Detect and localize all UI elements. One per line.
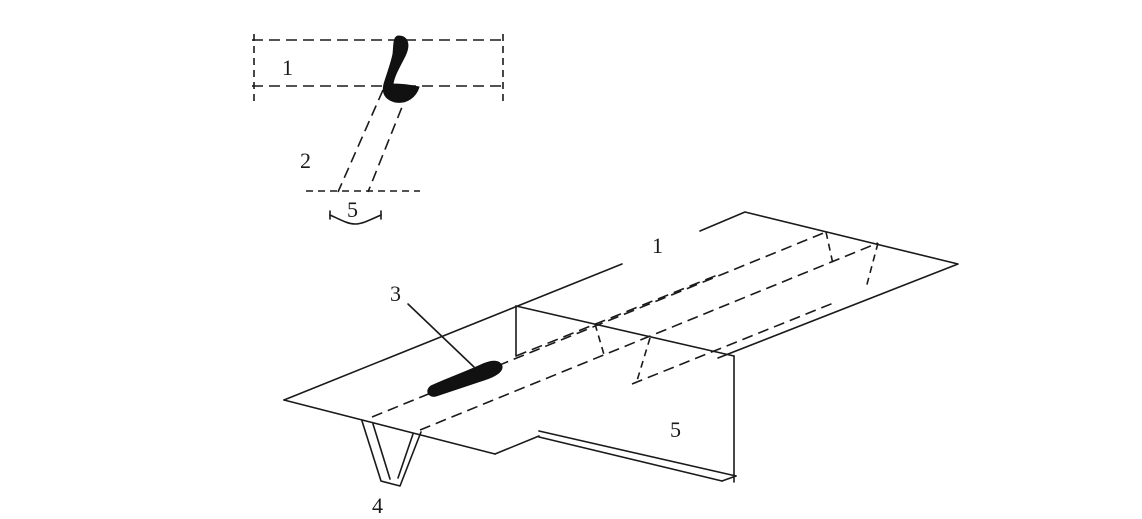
label-section-width: 5 <box>347 197 358 222</box>
trapezoid-rib-front <box>361 420 422 487</box>
section-strut-right-edge <box>367 91 409 193</box>
rib-web-mid-2 <box>635 337 651 385</box>
label-diaphragm: 5 <box>670 417 681 442</box>
trapezoid-rib-inner-right <box>397 433 414 479</box>
section-strut-left-edge <box>337 89 384 193</box>
section-width-arc <box>329 214 382 225</box>
rib-hidden-line-2 <box>419 242 879 431</box>
deck-plate-near-left-edge <box>283 263 623 401</box>
rib-web-far-1 <box>825 231 834 265</box>
deck-plate-front-edge <box>283 399 496 455</box>
label-section-strut: 2 <box>300 148 311 173</box>
weld-defect-mark <box>427 360 503 397</box>
leader-weld-defect <box>407 303 475 368</box>
rib-web-mid-1 <box>594 323 606 359</box>
section-detail: 1 2 5 <box>252 34 504 225</box>
label-weld-defect: 3 <box>390 281 401 306</box>
deck-plate-far-edge <box>699 211 959 359</box>
rib-web-far-2 <box>865 242 879 289</box>
isometric-deck: 1 3 4 5 <box>283 211 959 518</box>
rib-hidden-line-3 <box>515 273 721 357</box>
section-width-ticks <box>329 210 382 220</box>
diaphragm-bottom-edge <box>538 436 723 482</box>
label-deck-plate: 1 <box>652 233 663 258</box>
rib-hidden-line-1 <box>371 231 827 418</box>
diaphragm-bottom-end <box>721 475 737 482</box>
label-section-plate: 1 <box>282 55 293 80</box>
trapezoid-rib-inner-left <box>372 423 391 480</box>
rib-hidden-line-4 <box>631 301 837 385</box>
diaphragm-top-edge <box>515 305 735 357</box>
diaphragm-bottom-flange <box>538 430 737 477</box>
deck-plate-front-right-edge <box>494 435 540 455</box>
section-weld-bead <box>382 35 420 103</box>
label-trapezoid-rib: 4 <box>372 493 383 518</box>
